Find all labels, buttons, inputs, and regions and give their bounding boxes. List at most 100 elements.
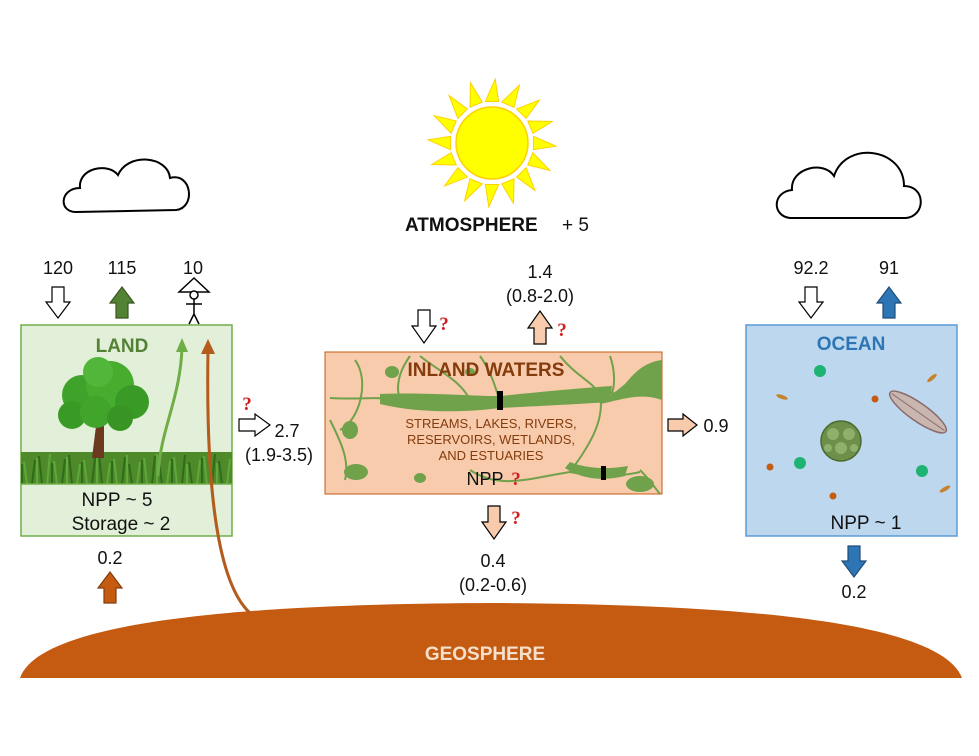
waters-uptake-arrow	[410, 309, 438, 345]
grass-blade	[136, 461, 141, 485]
coccolith-icon	[820, 420, 862, 462]
sun-ray	[443, 166, 469, 188]
grass-blade	[166, 460, 171, 485]
waters-burial-range: (0.2-0.6)	[459, 575, 527, 595]
grass-blade	[98, 453, 103, 485]
land-flux-out-arrow	[108, 286, 136, 319]
grass-blade	[106, 462, 111, 485]
grass-blade	[31, 459, 36, 485]
grass-blade	[173, 456, 178, 485]
diatom-icon	[888, 390, 948, 434]
grass-blade	[218, 460, 223, 485]
sun-ray	[515, 166, 537, 192]
inland-waters-desc-line2: RESERVOIRS, WETLANDS,	[407, 432, 575, 447]
grass-blade	[91, 457, 96, 485]
grass-blade	[53, 460, 58, 485]
tree-icon	[58, 357, 149, 458]
waters-outgas-value: 1.4	[527, 262, 552, 282]
grass-blade	[203, 455, 208, 485]
sun-ray	[430, 151, 458, 166]
human-flux-value: 10	[183, 258, 203, 278]
grass-blade	[188, 461, 193, 485]
grass-blade	[23, 461, 28, 485]
sun-icon	[426, 77, 558, 209]
ocean-burial-value: 0.2	[841, 582, 866, 602]
grass-blade	[76, 463, 81, 485]
sun-ray	[426, 135, 452, 151]
grass-blade	[68, 454, 73, 485]
land-npp: NPP ~ 5	[82, 490, 153, 511]
grass-blade	[143, 457, 148, 485]
land-storage: Storage ~ 2	[72, 514, 171, 535]
waters-burial-unknown: ?	[511, 508, 521, 529]
ocean-flux-in-arrow	[797, 286, 825, 319]
inland-waters-npp: NPP	[466, 469, 503, 489]
ocean-burial-arrow	[840, 545, 868, 578]
grass-blade	[121, 456, 126, 485]
sun-ray	[526, 120, 554, 135]
ocean-flux-out-value: 91	[879, 258, 899, 278]
sun-ray	[527, 151, 552, 172]
land-uptake-curve	[156, 347, 184, 477]
land-to-waters-value: 2.7	[274, 421, 299, 441]
ocean-flux-out-arrow	[875, 286, 903, 319]
river-network-icon	[329, 355, 662, 494]
grass-icon	[21, 452, 232, 485]
waters-burial-value: 0.4	[480, 551, 505, 571]
land-to-waters-arrow	[238, 412, 272, 438]
waters-outgas-range: (0.8-2.0)	[506, 286, 574, 306]
sun-ray	[484, 183, 500, 209]
sun-ray	[463, 178, 484, 203]
land-box: LAND NPP ~ 5 Storage ~ 2	[20, 324, 233, 537]
land-flux-out-value: 115	[108, 258, 137, 278]
person-icon	[177, 276, 211, 325]
inland-waters-box: INLAND WATERS STREAMS, LAKES, RIVERS, RE…	[324, 351, 663, 495]
grass-blade	[226, 458, 231, 485]
waters-uptake-unknown: ?	[439, 314, 449, 335]
grass-blade	[61, 458, 66, 485]
land-title: LAND	[96, 336, 149, 357]
ocean-title: OCEAN	[817, 334, 886, 355]
land-geo-flux-value: 0.2	[97, 548, 122, 568]
waters-outgas-arrow	[526, 309, 554, 345]
land-flux-in-value: 120	[43, 258, 73, 278]
fossil-emission-arrowhead	[201, 339, 215, 354]
waters-burial-arrow	[480, 505, 508, 541]
ocean-npp: NPP ~ 1	[831, 513, 902, 534]
ocean-flux-in-value: 92.2	[793, 258, 828, 278]
atmosphere-label: ATMOSPHERE	[405, 215, 538, 236]
grass-blade	[46, 453, 51, 485]
sun-ray	[532, 135, 558, 151]
land-flux-in-arrow	[44, 286, 72, 319]
land-to-waters-unknown: ?	[242, 394, 252, 415]
sun-ray	[484, 77, 500, 103]
land-uptake-arrowhead	[176, 338, 188, 352]
sun-ray	[500, 83, 521, 108]
geosphere-label: GEOSPHERE	[425, 644, 545, 665]
land-geo-flux-arrow	[96, 571, 124, 604]
land-cloud-icon	[62, 158, 190, 214]
atmosphere-value: + 5	[562, 215, 589, 236]
inland-waters-desc-line3: AND ESTUARIES	[439, 448, 544, 463]
ocean-cloud-icon	[775, 151, 922, 219]
grass-blade	[151, 455, 156, 485]
grass-blade	[196, 459, 201, 485]
sun-ray	[469, 81, 484, 109]
waters-to-ocean-value: 0.9	[703, 416, 728, 436]
sun-ray	[432, 114, 457, 135]
inland-waters-desc-line1: STREAMS, LAKES, RIVERS,	[405, 416, 576, 431]
grass-blade	[128, 463, 133, 485]
geosphere-shape	[20, 603, 962, 678]
grass-blade	[181, 454, 186, 485]
grass-blade	[83, 459, 88, 485]
grass-blade	[113, 458, 118, 485]
inland-waters-npp-unknown: ?	[511, 469, 521, 490]
grass-blade	[38, 455, 43, 485]
waters-outgas-unknown: ?	[557, 320, 567, 341]
sun-ray	[515, 98, 541, 120]
land-to-waters-range: (1.9-3.5)	[245, 445, 313, 465]
inland-waters-title: INLAND WATERS	[408, 360, 565, 381]
sun-ray	[447, 94, 469, 120]
sun-ray	[500, 177, 515, 205]
